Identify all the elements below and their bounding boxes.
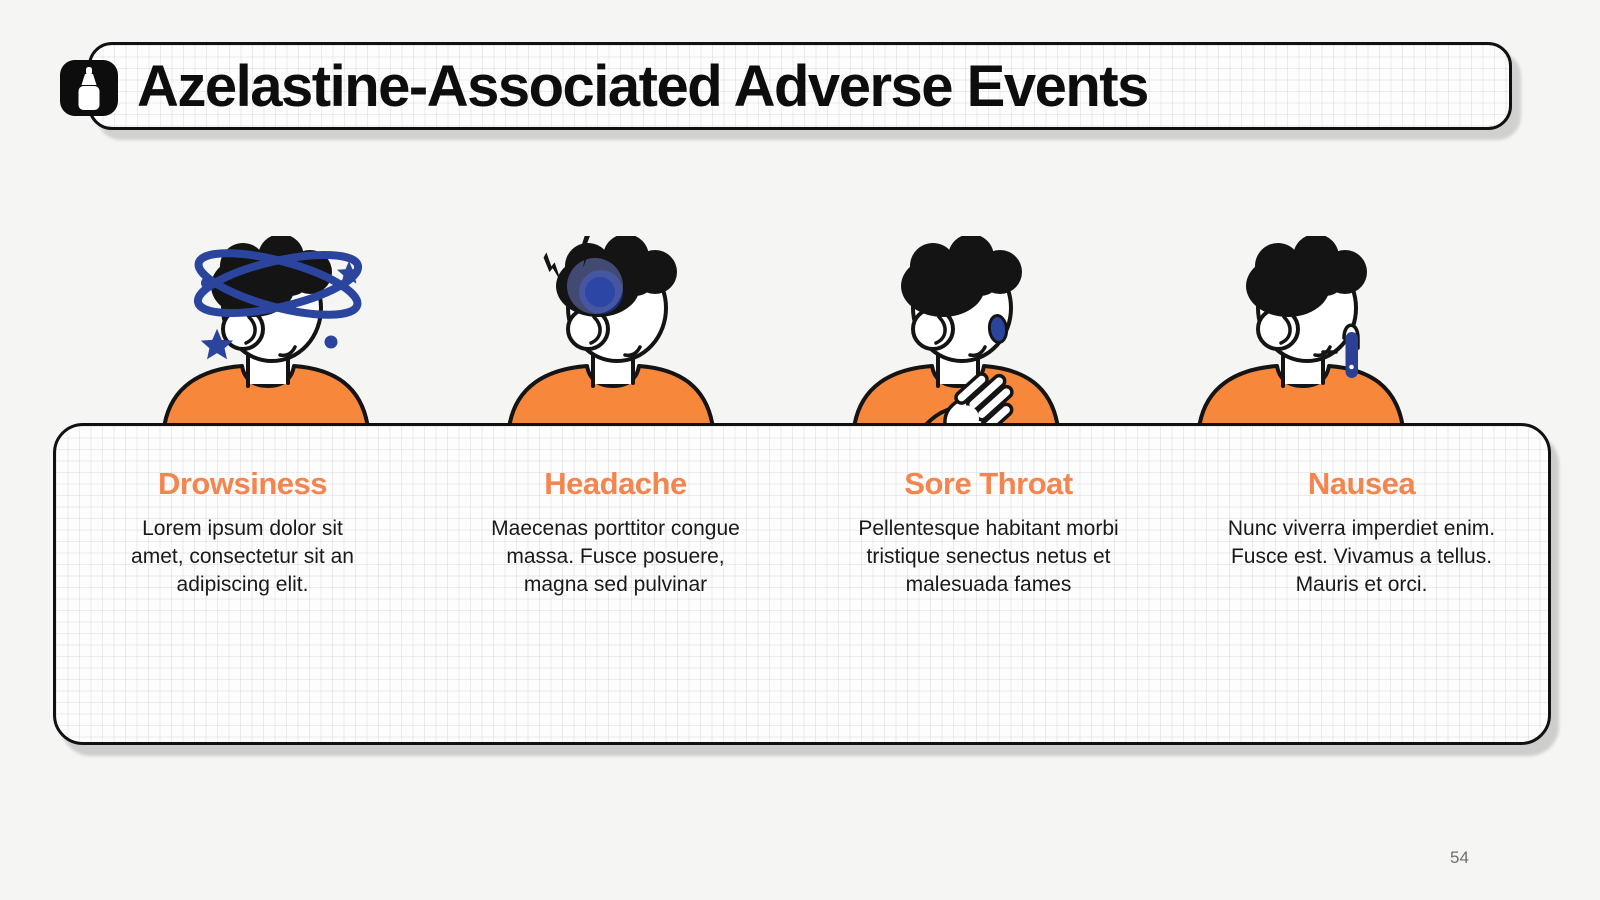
headache-person-illustration [495,229,725,430]
column-heading: Drowsiness [157,466,328,501]
column-nausea: Nausea Nunc viverra imperdiet enim. Fusc… [1175,466,1548,599]
column-headache: Headache Maecenas porttitor congue massa… [429,466,802,599]
column-heading: Sore Throat [904,466,1073,501]
slide-title: Azelastine-Associated Adverse Events [137,53,1149,119]
column-heading: Headache [544,466,687,501]
column-body: Nunc viverra imperdiet enim. Fusce est. … [1227,517,1496,596]
nausea-person-illustration [1185,234,1415,430]
column-body: Lorem ipsum dolor sit amet, consectetur … [131,517,354,596]
nasal-spray-bottle-glyph [78,67,100,110]
title-bar: Azelastine-Associated Adverse Events [60,42,1512,130]
column-sore-throat: Sore Throat Pellentesque habitant morbi … [802,466,1175,599]
sore-throat-person-illustration [840,234,1070,440]
column-body: Maecenas porttitor congue massa. Fusce p… [491,517,740,596]
content-panel: Drowsiness Lorem ipsum dolor sit amet, c… [53,423,1551,745]
page-number: 54 [1450,848,1469,867]
nasal-spray-bottle-icon [60,60,118,116]
dizzy-person-illustration [150,234,380,430]
symptom-columns: Drowsiness Lorem ipsum dolor sit amet, c… [56,426,1548,599]
column-body: Pellentesque habitant morbi tristique se… [858,517,1119,596]
column-heading: Nausea [1307,466,1416,501]
column-drowsiness: Drowsiness Lorem ipsum dolor sit amet, c… [56,466,429,599]
